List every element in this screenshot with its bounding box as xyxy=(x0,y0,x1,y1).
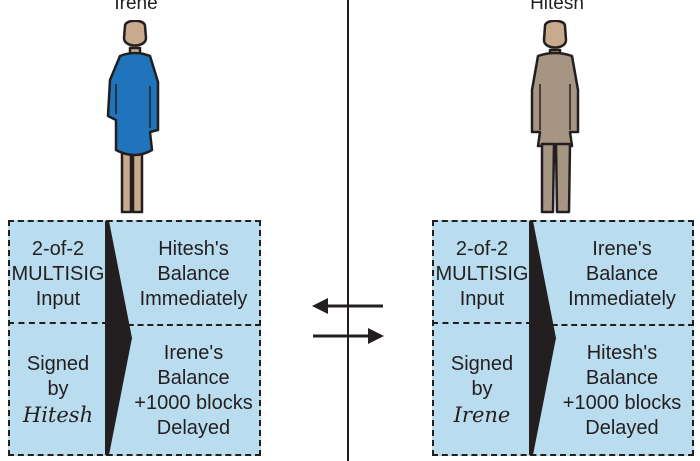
left-signature-block: Signed by Hitesh xyxy=(22,353,94,427)
right-signer-name: Irene xyxy=(453,403,511,427)
right-separator-chevron xyxy=(529,221,556,455)
right-output-row-divider xyxy=(542,324,694,326)
right-output-immediate: Irene's Balance Immediately xyxy=(568,237,676,310)
right-output-delayed: Hitesh's Balance +1000 blocks Delayed xyxy=(562,342,682,439)
left-commitment-transaction xyxy=(8,220,261,456)
exchange-arrows-icon xyxy=(312,298,384,344)
left-output-immediate: Hitesh's Balance Immediately xyxy=(139,237,248,310)
center-divider xyxy=(347,0,349,461)
left-separator-chevron xyxy=(105,221,132,455)
left-input-row-divider xyxy=(8,322,108,324)
right-party-name: Hitesh xyxy=(530,0,584,14)
left-signer-name: Hitesh xyxy=(22,403,94,427)
right-column-divider xyxy=(530,220,532,456)
woman-icon xyxy=(106,20,160,214)
left-party-name: Irene xyxy=(114,0,158,14)
right-input-label: 2-of-2 MULTISIG Input xyxy=(435,237,529,310)
left-output-delayed: Irene's Balance +1000 blocks Delayed xyxy=(134,342,253,439)
man-icon xyxy=(530,20,580,214)
right-signature-block: Signed by Irene xyxy=(450,353,514,427)
left-column-divider xyxy=(106,220,108,456)
right-input-row-divider xyxy=(432,322,532,324)
left-output-row-divider xyxy=(118,324,261,326)
left-input-label: 2-of-2 MULTISIG Input xyxy=(11,237,105,310)
right-commitment-transaction xyxy=(432,220,694,456)
